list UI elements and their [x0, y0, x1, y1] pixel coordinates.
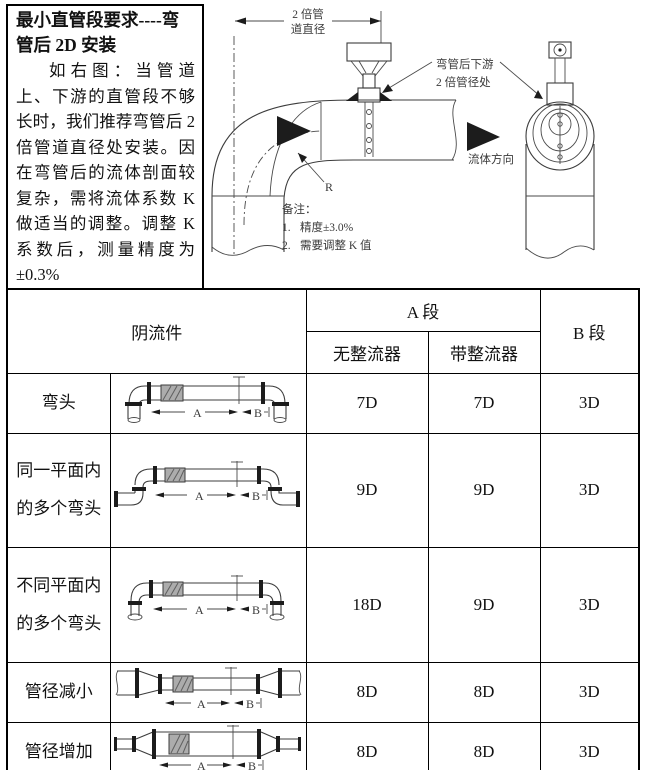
header-section-b: B 段 — [539, 288, 640, 374]
value-a-no-conditioner: 7D — [305, 372, 429, 434]
radius-label: R — [325, 180, 333, 194]
dim-a-label: A — [195, 489, 204, 503]
dim-b-label: B — [254, 406, 262, 420]
row-diagram-cell: A B — [109, 546, 307, 663]
note1-text: 精度±3.0% — [300, 220, 354, 234]
row-label: 管径减小 — [6, 661, 111, 723]
header-obstruction: 阴流件 — [6, 288, 307, 374]
dim-a-label: A — [197, 697, 206, 711]
row-label: 同一平面内的多个弯头 — [6, 432, 111, 548]
row-diagram-cell: A B — [109, 661, 307, 723]
dim-b-label: B — [246, 697, 254, 711]
table-row: 不同平面内的多个弯头 — [6, 546, 640, 663]
value-a-with-conditioner: 7D — [427, 372, 541, 434]
value-a-no-conditioner: 8D — [305, 721, 429, 770]
dimension-arrow-right-icon — [370, 17, 381, 25]
flow-direction-label: 流体方向 — [468, 152, 514, 166]
downstream-annotation-line2: 2 倍管径处 — [436, 75, 491, 89]
info-box-title: 最小直管段要求----弯管后 2D 安装 — [16, 10, 180, 55]
dimension-arrow-left-icon — [235, 17, 246, 25]
pipe-end-view — [525, 41, 595, 259]
annotation-arrow-left-icon — [382, 84, 393, 93]
value-a-no-conditioner: 9D — [305, 432, 429, 548]
table-row: 同一平面内的多个弯头 — [6, 432, 640, 548]
dim-a-label: A — [193, 406, 202, 420]
value-a-with-conditioner: 9D — [427, 546, 541, 663]
flow-arrow-icon — [277, 116, 311, 146]
dim-b-label: B — [252, 603, 260, 617]
bend-radius-centerline — [243, 130, 323, 226]
value-a-no-conditioner: 18D — [305, 546, 429, 663]
value-a-no-conditioner: 8D — [305, 661, 429, 723]
dim-b-label: B — [248, 759, 256, 770]
value-b: 3D — [539, 661, 640, 723]
table-row: 弯头 — [6, 372, 640, 434]
bend-installation-diagram: 2 倍管 道直径 R — [211, 7, 595, 259]
dim-a-label: A — [197, 759, 206, 770]
row-diagram-cell: A B — [109, 721, 307, 770]
value-a-with-conditioner: 9D — [427, 432, 541, 548]
value-b: 3D — [539, 546, 640, 663]
notes-title: 备注： — [282, 202, 317, 216]
value-b: 3D — [539, 721, 640, 770]
row-label: 不同平面内的多个弯头 — [6, 546, 111, 663]
row-diagram-cell: A B — [109, 372, 307, 434]
same-plane-elbows-diagram-icon: A B — [113, 460, 300, 507]
header-section-a: A 段 — [305, 288, 541, 332]
dimension-label-line2: 道直径 — [291, 22, 326, 36]
value-b: 3D — [539, 372, 640, 434]
radius-leader-arrow-icon — [298, 153, 307, 163]
elbow-diagram-icon: A B — [124, 376, 289, 423]
pipe-break-edge — [451, 99, 457, 161]
straight-run-requirements-table: 阴流件 A 段 B 段 无整流器 带整流器 弯头 — [6, 288, 640, 770]
note2-text: 需要调整 K 值 — [300, 238, 372, 252]
pipe-reduction-diagram-icon: A B — [115, 666, 301, 711]
note2-number: 2. — [282, 240, 291, 252]
dimension-label-line1: 2 倍管 — [292, 7, 324, 21]
table-row: 管径增加 — [6, 721, 640, 770]
pipe-expansion-diagram-icon: A B — [113, 724, 301, 770]
table-row: 管径减小 — [6, 661, 640, 723]
value-a-with-conditioner: 8D — [427, 721, 541, 770]
elbow-inner-edge — [283, 159, 454, 252]
row-diagram-cell: A B — [109, 432, 307, 548]
value-a-with-conditioner: 8D — [427, 661, 541, 723]
elbow-outer-edge — [211, 99, 456, 252]
downstream-annotation-line1: 弯管后下游 — [436, 57, 494, 71]
row-label: 弯头 — [6, 372, 111, 434]
pipe-broken-end — [211, 245, 285, 256]
dim-b-label: B — [252, 489, 260, 503]
row-label: 管径增加 — [6, 721, 111, 770]
different-plane-elbows-diagram-icon: A B — [127, 575, 284, 621]
info-box: 最小直管段要求----弯管后 2D 安装 如右图：当管道上、下游的直管段不够长时… — [6, 4, 204, 290]
header-with-conditioner: 带整流器 — [427, 330, 541, 374]
flow-direction-arrow-icon — [467, 122, 500, 151]
diagram-notes: 备注： 1. 精度±3.0% 2. 需要调整 K 值 — [282, 202, 372, 252]
value-b: 3D — [539, 432, 640, 548]
note1-number: 1. — [282, 222, 291, 234]
annotation-arrow-right-icon — [534, 90, 543, 99]
flow-meter — [346, 42, 392, 157]
header-no-conditioner: 无整流器 — [305, 330, 429, 374]
info-box-body: 如右图：当管道上、下游的直管段不够长时，我们推荐弯管后 2 倍管道直径处安装。因… — [16, 61, 195, 284]
dim-a-label: A — [195, 603, 204, 617]
